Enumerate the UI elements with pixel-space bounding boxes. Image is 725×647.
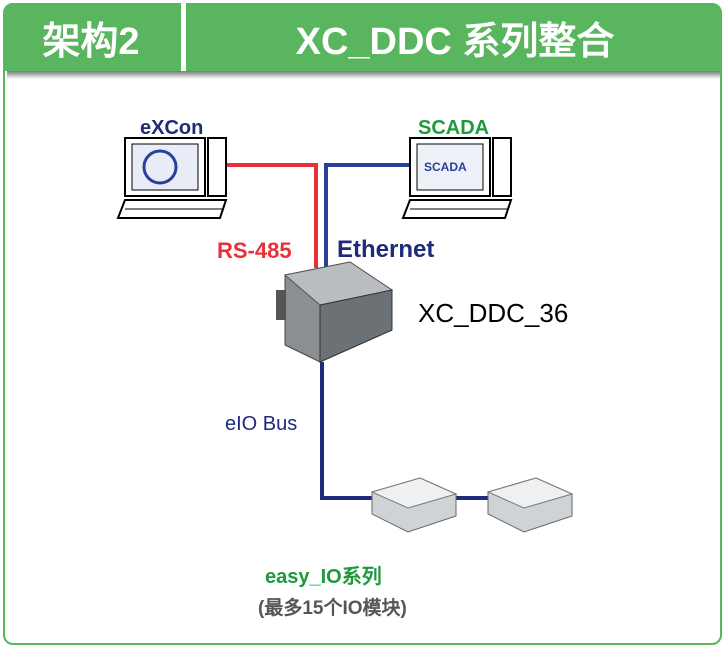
excon-label: eXCon [140, 117, 204, 139]
excon-computer-icon [116, 137, 228, 219]
io-series-label: easy_IO系列 [265, 566, 382, 588]
scada-label: SCADA [418, 117, 490, 139]
xc-ddc-36-controller-icon [276, 261, 394, 363]
controller-label: XC_DDC_36 [418, 298, 569, 328]
header-shadow [7, 71, 720, 79]
io-module-icon [486, 477, 574, 533]
header-bar: 架构2 XC_DDC 系列整合 [3, 3, 722, 71]
ethernet-line [324, 163, 412, 268]
eio-bus-line [320, 362, 378, 500]
rs485-line [226, 163, 318, 268]
scada-screen-text: SCADA [424, 160, 467, 174]
ethernet-label: Ethernet [337, 236, 435, 263]
io-module-icon [370, 477, 458, 533]
header-divider [181, 3, 186, 71]
scada-computer-icon [401, 137, 513, 219]
section-label: 架构2 [42, 20, 140, 63]
eio-bus-label: eIO Bus [225, 413, 298, 435]
page-title: XC_DDC 系列整合 [295, 20, 615, 63]
rs485-label: RS-485 [217, 238, 292, 263]
io-note-label: (最多15个IO模块) [258, 598, 407, 619]
